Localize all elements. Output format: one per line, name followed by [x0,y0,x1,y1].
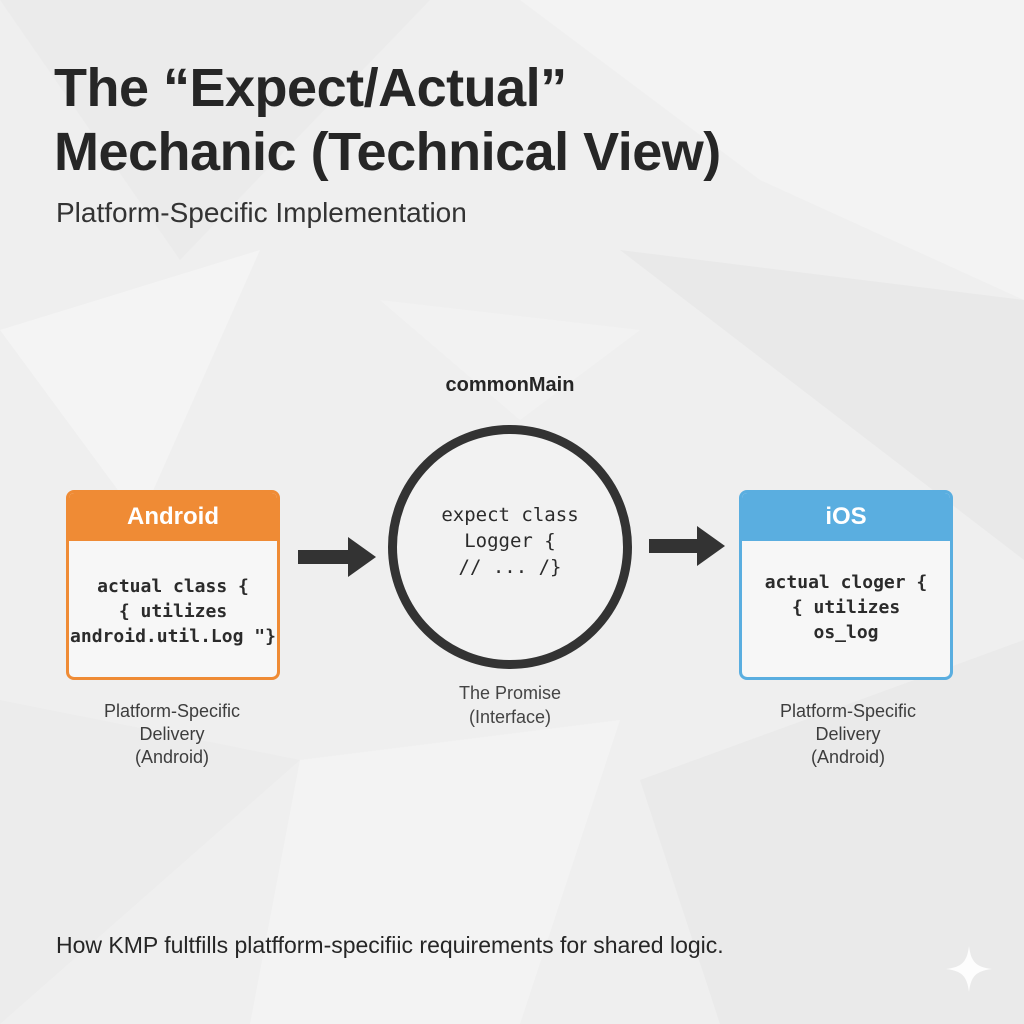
ios-code: actual cloger { { utilizes os_log [764,571,928,643]
sparkle-icon [946,946,992,992]
ios-card-header: iOS [742,493,950,541]
android-card-body: actual class { { utilizes android.util.L… [69,541,277,677]
page-subtitle: Platform-Specific Implementation [56,197,467,228]
arrow-right-icon [298,537,376,577]
ios-card-body: actual cloger { { utilizes os_log [742,541,950,677]
page-title: The “Expect/Actual” Mechanic (Technical … [54,56,954,184]
ios-caption: Platform-Specific Delivery (Android) [779,701,917,767]
android-card: Android actual class { { utilizes androi… [66,490,280,680]
ios-card: iOS actual cloger { { utilizes os_log [739,490,953,680]
common-code: expect class Logger { // ... /} [441,504,579,578]
common-main-label: commonMain [445,374,575,396]
arrow-right-icon [649,526,725,566]
common-caption: The Promise (Interface) [458,683,562,727]
footer-text: How KMP fultfills platfform-specifiic re… [56,932,724,958]
android-caption: Platform-Specific Delivery (Android) [103,701,241,767]
page-title-line-2: Mechanic (Technical View) [54,122,721,182]
page-title-line-1: The “Expect/Actual” [54,58,567,118]
common-main-circle: expect class Logger { // ... /} [388,425,632,669]
android-code: actual class { { utilizes android.util.L… [70,575,276,647]
android-card-header: Android [69,493,277,541]
